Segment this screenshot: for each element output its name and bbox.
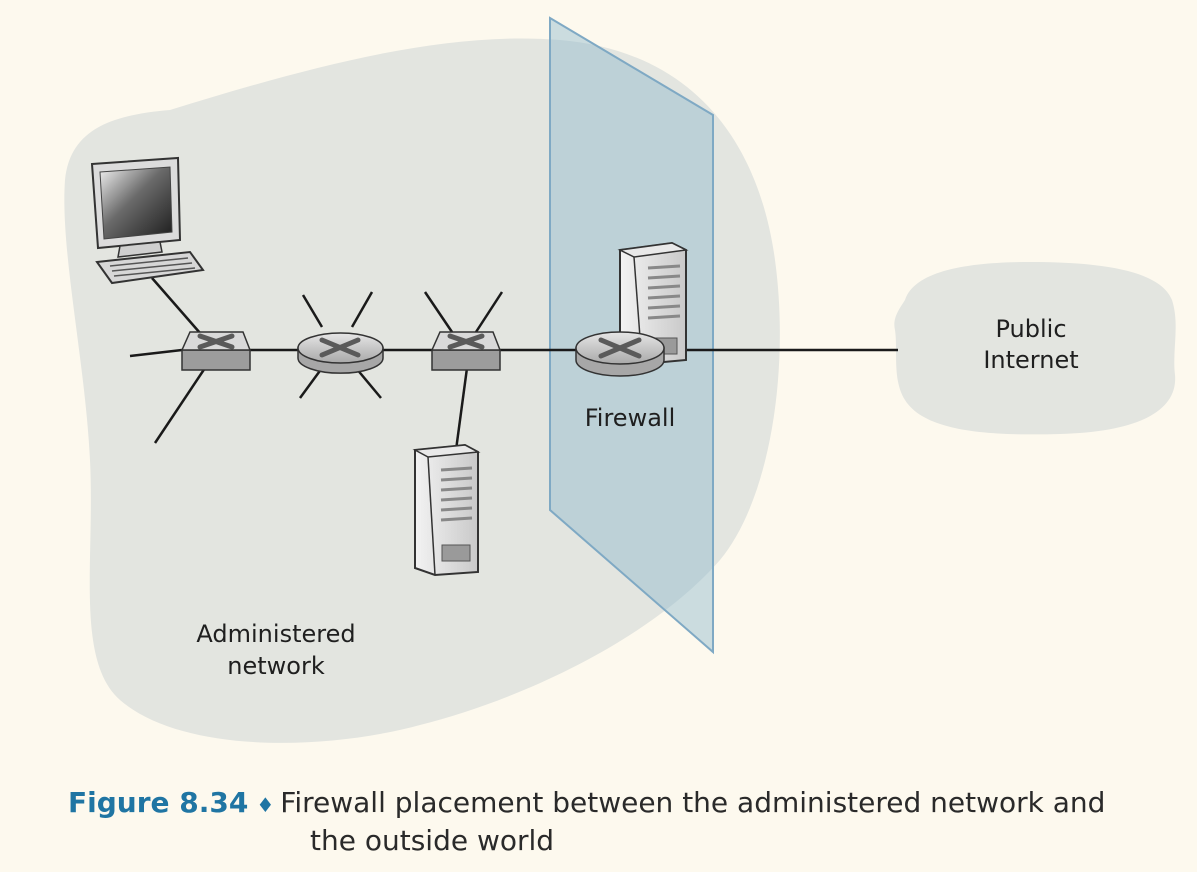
link-switch2-nw: [423, 291, 454, 333]
administered-network-label-line2: network: [227, 652, 325, 680]
server-tower-icon: [412, 443, 481, 577]
link-switch2-ne: [474, 291, 504, 333]
switch-icon: [430, 331, 502, 371]
figure-caption: Figure 8.34 ♦Firewall placement between t…: [68, 785, 1178, 859]
public-internet-cloud: [894, 262, 1176, 435]
caption-text-line1: Firewall placement between the administe…: [280, 786, 1106, 819]
administered-network-label-line1: Administered: [196, 620, 355, 648]
link-router1-se: [355, 367, 382, 399]
router-icon: [297, 332, 384, 374]
switch-icon: [180, 331, 252, 371]
public-internet-label-line1: Public: [995, 315, 1066, 343]
link-router1-ne2: [350, 291, 374, 328]
link-switch1-left: [129, 348, 183, 358]
caption-text-line2: the outside world: [310, 824, 555, 857]
administered-network-region: [64, 38, 780, 743]
link-router1-ne: [301, 294, 324, 328]
network-links: [129, 277, 898, 451]
link-switch2-server: [454, 367, 469, 451]
firewall-label: Firewall: [585, 404, 676, 432]
firewall-router-icon: [575, 331, 665, 377]
link-switch1-down: [153, 367, 207, 444]
desktop-computer-icon: [90, 156, 205, 285]
link-laptop-switch1: [151, 277, 201, 334]
figure-number: Figure 8.34: [68, 786, 249, 819]
public-internet-label-line2: Internet: [983, 346, 1078, 374]
link-router1-sw: [298, 367, 324, 399]
caption-bullet: ♦: [256, 793, 275, 817]
